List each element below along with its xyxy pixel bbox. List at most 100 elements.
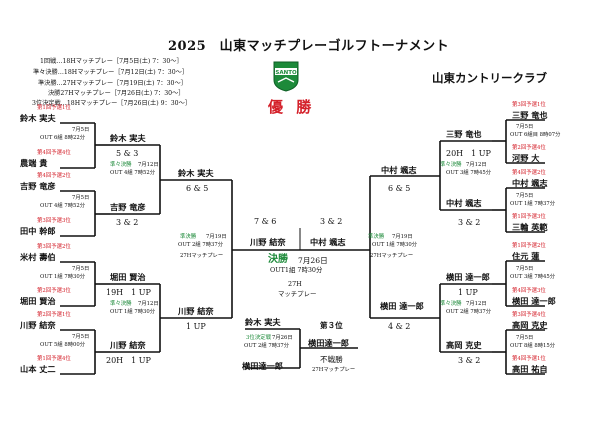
left-qf2-result: 20H 1 UP — [106, 356, 151, 365]
left-qf1-score: 5 & 3 — [116, 149, 139, 158]
right-qf2-result: 3 & 2 — [458, 356, 481, 365]
right-seed-5-label: 第1回予選2位 — [512, 243, 546, 249]
right-r1-1-info: OUT 6組目 8時07分 — [510, 132, 561, 138]
right-r1-2-info: OUT 1組 7時37分 — [510, 201, 556, 207]
right-sf-top: 中村 颯志 — [381, 165, 417, 175]
third-info: OUT 2組 7時37分 — [244, 343, 290, 349]
right-seed-2-name: 河野 大 — [512, 153, 540, 163]
left-r1-1-date: 7月5日 — [72, 127, 90, 133]
left-seed-3-label: 第4回予選2位 — [37, 173, 71, 179]
left-r1-1-info: OUT 6組 8時22分 — [40, 135, 86, 141]
left-r1-2-info: OUT 4組 7時52分 — [40, 203, 86, 209]
final-info: OUT1組 7時30分 — [270, 266, 323, 274]
right-qf2-label: 準々決勝 — [440, 301, 462, 307]
right-qf1-bottom: 中村 颯志 — [446, 198, 482, 208]
left-seed-6-label: 第2回予選3位 — [37, 288, 71, 294]
final-left-player: 川野 結奈 — [250, 237, 286, 247]
right-sf-holes: 27Hマッチプレー — [370, 253, 414, 259]
left-r1-3-info: OUT 1組 7時30分 — [40, 274, 86, 280]
final-label: 決勝 — [268, 254, 288, 265]
right-seed-3-label: 第4回予選2位 — [512, 170, 546, 176]
right-seed-7-name: 高岡 克史 — [512, 320, 548, 330]
left-seed-4-name: 田中 幹郎 — [20, 226, 56, 236]
right-r1-2-date: 7月5日 — [516, 193, 534, 199]
right-seed-3-name: 中村 颯志 — [512, 178, 548, 188]
left-qf1-top: 鈴木 実夫 — [110, 133, 146, 143]
final-holes-1: 27H — [288, 280, 302, 288]
right-seed-1-label: 第3回予選1位 — [512, 102, 546, 108]
third-label: 3位決定戦 — [246, 335, 271, 341]
left-seed-8-label: 第1回予選4位 — [37, 356, 71, 362]
left-r1-2-date: 7月5日 — [72, 195, 90, 201]
left-qf2-top: 堀田 賢治 — [110, 272, 146, 282]
right-sf-bottom: 横田 達一郎 — [380, 301, 424, 311]
schedule-round1: 1回戦…18Hマッチプレー［7月5日(土) 7：30～］ — [40, 58, 183, 65]
right-qf2-score: 1 UP — [458, 288, 478, 297]
right-qf1-result: 3 & 2 — [458, 218, 481, 227]
right-sf-label: 準決勝 — [368, 234, 385, 240]
right-sf-result: 4 & 2 — [388, 322, 411, 331]
left-seed-8-name: 山本 丈二 — [20, 364, 56, 374]
final-right-score: 3 & 2 — [320, 217, 343, 226]
club-logo: SANTO — [272, 60, 300, 92]
final-left-score: 7 & 6 — [254, 217, 277, 226]
left-sf-info: OUT 2組 7時37分 — [178, 242, 224, 248]
right-qf2-bottom: 高岡 克史 — [446, 340, 482, 350]
left-seed-4-label: 第3回予選3位 — [37, 218, 71, 224]
left-seed-7-label: 第2回予選1位 — [37, 312, 71, 318]
left-sf-label: 準決勝 — [180, 234, 197, 240]
right-seed-4-label: 第1回予選3位 — [512, 214, 546, 220]
left-sf-bottom: 川野 結奈 — [178, 306, 214, 316]
final-date: 7月26日 — [298, 256, 328, 265]
left-seed-6-name: 堀田 賢治 — [20, 296, 56, 306]
schedule-third: 3位決定戦…18Hマッチプレー［7月26日(土) 9：30～］ — [32, 100, 191, 107]
right-qf1-label: 準々決勝 — [440, 162, 462, 168]
left-qf1-date: 7月12日 — [138, 162, 159, 168]
right-sf-date: 7月19日 — [392, 234, 413, 240]
left-qf2-label: 準々決勝 — [110, 301, 132, 307]
left-sf-result: 1 UP — [186, 322, 206, 331]
left-seed-3-name: 吉野 竜彦 — [20, 181, 56, 191]
right-seed-8-label: 第4回予選1位 — [512, 356, 546, 362]
club-name: 山東カントリークラブ — [432, 71, 547, 85]
right-qf1-date: 7月12日 — [466, 162, 487, 168]
left-seed-1-label: 第1回予選1位 — [37, 105, 71, 111]
third-result: 不戦勝 — [320, 355, 343, 364]
final-right-player: 中村 颯志 — [310, 237, 346, 247]
left-sf-date: 7月19日 — [206, 234, 227, 240]
right-seed-7-label: 第3回予選4位 — [512, 312, 546, 318]
right-seed-2-label: 第2回予選4位 — [512, 145, 546, 151]
left-qf2-score: 19H 1 UP — [106, 288, 151, 297]
third-date: 7月26日 — [272, 335, 293, 341]
third-bottom: 横田達一郎 — [242, 361, 283, 371]
left-r1-3-date: 7月5日 — [72, 266, 90, 272]
third-title: 第３位 — [320, 321, 343, 330]
left-sf-holes: 27Hマッチプレー — [180, 253, 224, 259]
left-r1-4-info: OUT 5組 8時00分 — [40, 342, 86, 348]
left-sf-score: 6 & 5 — [186, 184, 209, 193]
left-qf2-info: OUT 1組 7時30分 — [110, 309, 156, 315]
left-qf1-info: OUT 4組 7時52分 — [110, 170, 156, 176]
right-r1-3-date: 7月5日 — [516, 266, 534, 272]
logo-text: SANTO — [275, 70, 297, 76]
right-qf2-top: 横田 達一郎 — [446, 272, 490, 282]
right-r1-4-info: OUT 8組 8時15分 — [510, 343, 556, 349]
left-qf1-label: 準々決勝 — [110, 162, 132, 168]
left-seed-5-label: 第3回予選2位 — [37, 244, 71, 250]
right-qf1-score: 20H 1 UP — [446, 149, 491, 158]
schedule-qf: 準々決勝…18Hマッチプレー［7月12日(土) 7：30～］ — [33, 69, 189, 76]
third-winner: 横田達一郎 — [308, 338, 349, 348]
right-sf-info: OUT 1組 7時30分 — [372, 242, 418, 248]
left-r1-4-date: 7月5日 — [72, 334, 90, 340]
right-seed-8-name: 高田 祐自 — [512, 364, 548, 374]
champion-label: 優 勝 — [268, 98, 316, 116]
left-qf1-result: 3 & 2 — [116, 218, 139, 227]
right-sf-score: 6 & 5 — [388, 184, 411, 193]
right-r1-1-date: 7月5日 — [516, 124, 534, 130]
right-qf1-top: 三野 竜也 — [446, 129, 482, 139]
right-seed-6-name: 横田 達一郎 — [512, 296, 556, 306]
schedule-sf: 準決勝…27Hマッチプレー［7月19日(土) 7：30～］ — [38, 80, 187, 87]
left-qf2-bottom: 川野 結奈 — [110, 340, 146, 350]
